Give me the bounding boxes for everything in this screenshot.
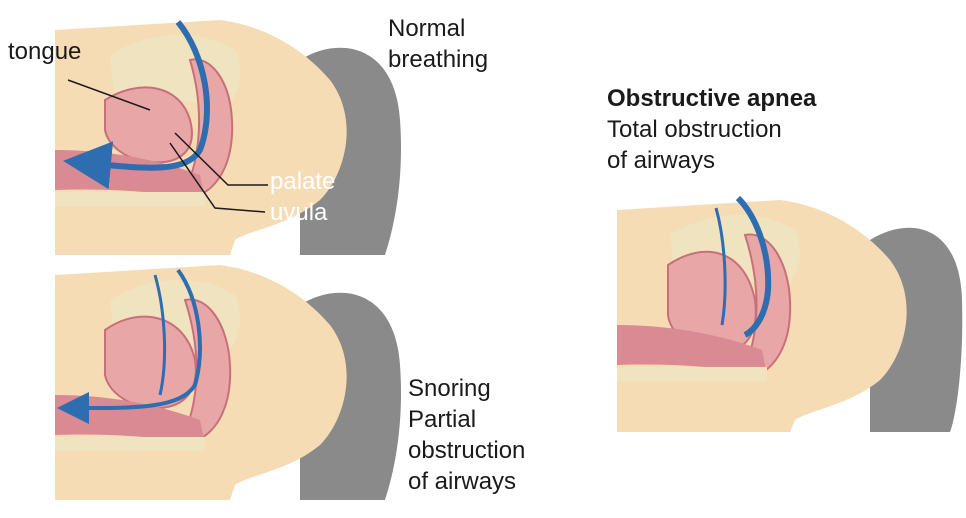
- normal-breathing-caption: Normal breathing: [388, 15, 489, 73]
- airflow-arrow: [63, 20, 210, 190]
- spine-bones: [55, 437, 205, 451]
- normal-breathing-illustration: [55, 20, 402, 255]
- airflow-arrow: [57, 268, 202, 425]
- tongue-pointer: [67, 79, 151, 111]
- snoring-illustration: [55, 265, 402, 500]
- tongue-label: tongue: [8, 38, 82, 65]
- airflow-thin: [153, 274, 167, 396]
- uvula-pointer: [169, 142, 266, 213]
- snoring-caption: Snoring Partial obstruction of airways: [408, 375, 526, 495]
- uvula-label: uvula: [270, 199, 328, 226]
- spine-bones: [55, 192, 205, 206]
- windpipe: [617, 325, 767, 375]
- airflow-blocked-thin: [714, 207, 727, 326]
- palate-pointer: [174, 132, 268, 186]
- palate-label: palate: [270, 168, 336, 195]
- apnea-illustration: [617, 195, 963, 432]
- apnea-title: Obstructive apnea: [607, 85, 817, 112]
- airflow-blocked: [735, 195, 772, 338]
- spine-bones: [617, 367, 767, 381]
- apnea-caption: Obstructive apnea Total obstruction of a…: [607, 85, 817, 174]
